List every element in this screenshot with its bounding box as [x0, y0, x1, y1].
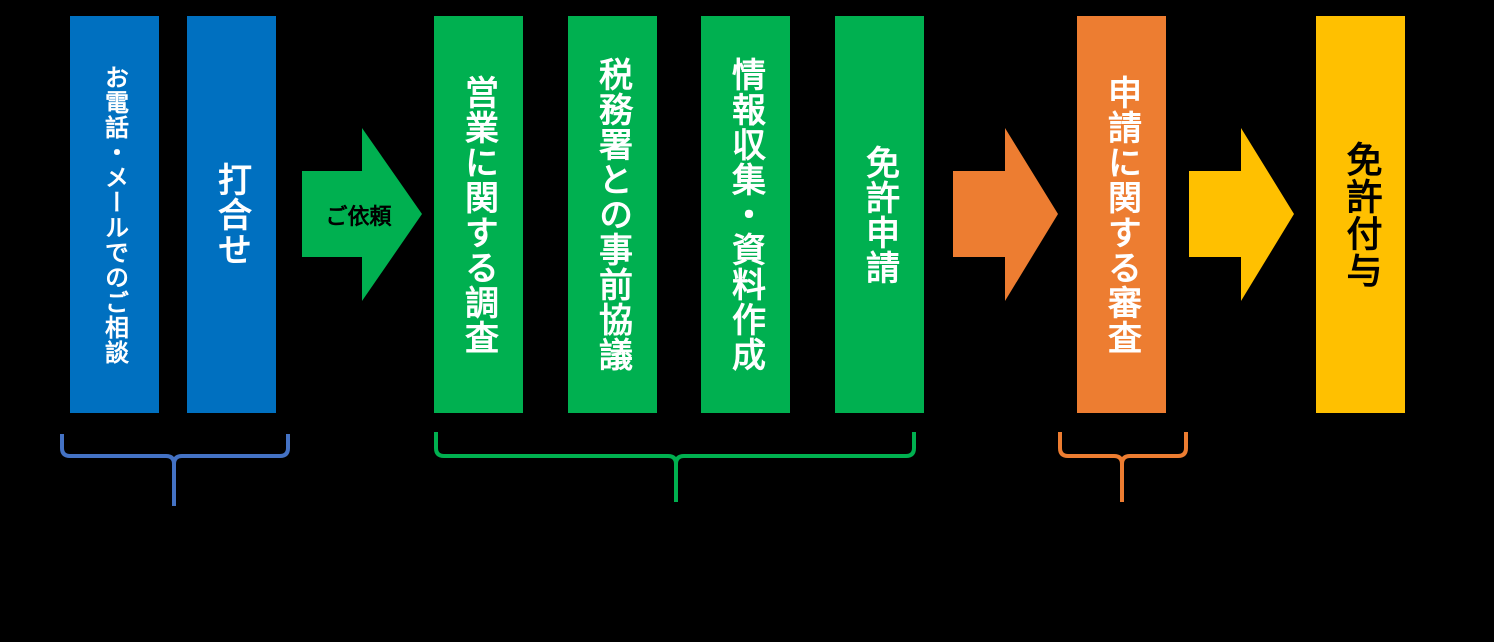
step-info-collection: 情報収集・資料作成 — [701, 16, 790, 413]
curly-bracket-icon — [60, 434, 290, 506]
step-license-application-label: 免許申請 — [859, 144, 900, 285]
phase-2-bracket — [432, 428, 922, 508]
step-application-review: 申請に関する審査 — [1077, 16, 1166, 413]
step-license-application: 免許申請 — [835, 16, 924, 413]
step-info-collection-label: 情報収集・資料作成 — [725, 57, 766, 372]
step-tax-office-consultation: 税務署との事前協議 — [568, 16, 657, 413]
request-arrow: ご依頼 — [302, 128, 423, 302]
step-consultation-label: お電話・メールでのご相談 — [100, 64, 129, 365]
step-application-review-label: 申請に関する審査 — [1101, 74, 1142, 355]
curly-bracket-icon — [1058, 432, 1188, 502]
phase-3-bracket — [1056, 428, 1192, 508]
step-consultation: お電話・メールでのご相談 — [70, 16, 159, 413]
step-business-survey-label: 営業に関する調査 — [458, 74, 499, 355]
right-arrow-icon — [302, 128, 422, 301]
right-arrow-icon — [953, 128, 1058, 301]
review-arrow — [953, 128, 1059, 302]
request-arrow-label: ご依頼 — [325, 205, 392, 230]
step-tax-office-consultation-label: 税務署との事前協議 — [592, 57, 633, 372]
step-meeting-label: 打合せ — [211, 162, 252, 267]
phase-1-bracket — [58, 430, 294, 510]
step-business-survey: 営業に関する調査 — [434, 16, 523, 413]
step-license-granted-label: 免許付与 — [1340, 140, 1382, 289]
curly-bracket-icon — [434, 432, 916, 502]
step-license-granted: 免許付与 — [1316, 16, 1405, 413]
grant-arrow — [1189, 128, 1295, 302]
right-arrow-icon — [1189, 128, 1294, 301]
step-meeting: 打合せ — [187, 16, 276, 413]
